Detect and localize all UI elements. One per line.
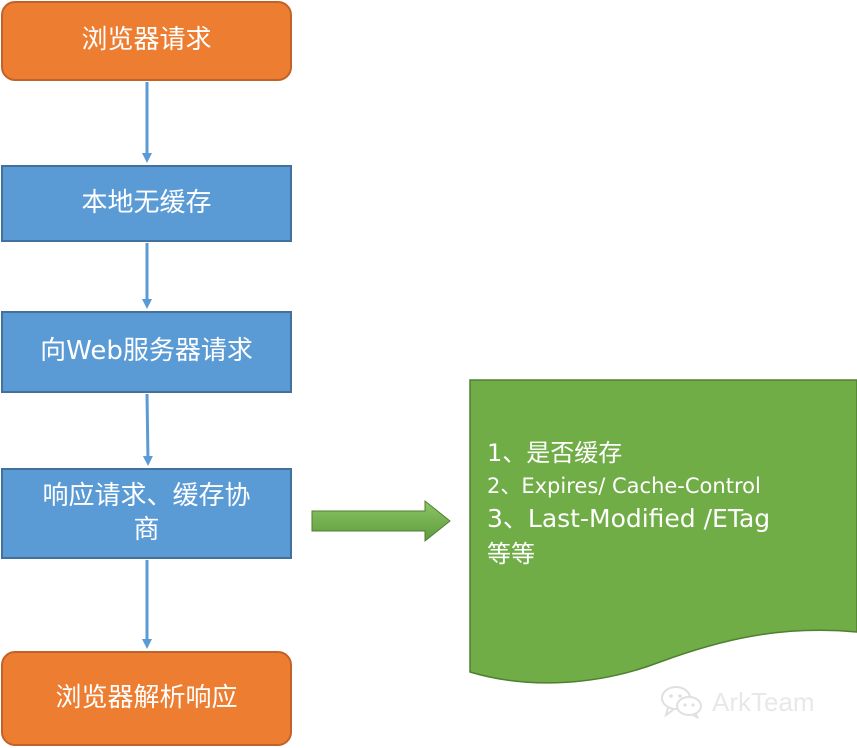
flow-step-label-line1: 响应请求、缓存协 (42, 480, 251, 511)
flow-step-label: 本地无缓存 (81, 187, 212, 218)
flow-step-request-web-server: 向Web服务器请求 (1, 311, 292, 393)
flow-step-response-cache-negotiation: 响应请求、缓存协 商 (1, 468, 292, 559)
wechat-icon (661, 686, 702, 719)
flow-step-label: 浏览器解析响应 (55, 682, 238, 713)
watermark-text: ArkTeam (712, 686, 815, 717)
note-document-shape (469, 379, 857, 684)
connector-3-4 (142, 393, 153, 466)
note-line-1: 1、是否缓存 (487, 439, 623, 467)
green-block-arrow (311, 499, 451, 543)
note-line-4: 等等 (487, 540, 535, 569)
note-line-2: 2、Expires/ Cache-Control (487, 473, 761, 498)
flow-step-label: 向Web服务器请求 (40, 336, 253, 367)
flow-step-no-local-cache: 本地无缓存 (1, 165, 292, 242)
flow-step-label: 浏览器请求 (81, 25, 212, 56)
note-line-3: 3、Last-Modified /ETag (487, 504, 771, 534)
flow-step-label-line2: 商 (133, 514, 160, 545)
watermark: ArkTeam (660, 684, 815, 720)
flow-step-browser-request: 浏览器请求 (1, 1, 292, 81)
note-text: 1、是否缓存 2、Expires/ Cache-Control 3、Last-M… (487, 436, 842, 572)
flow-step-browser-parse-response: 浏览器解析响应 (1, 651, 292, 746)
